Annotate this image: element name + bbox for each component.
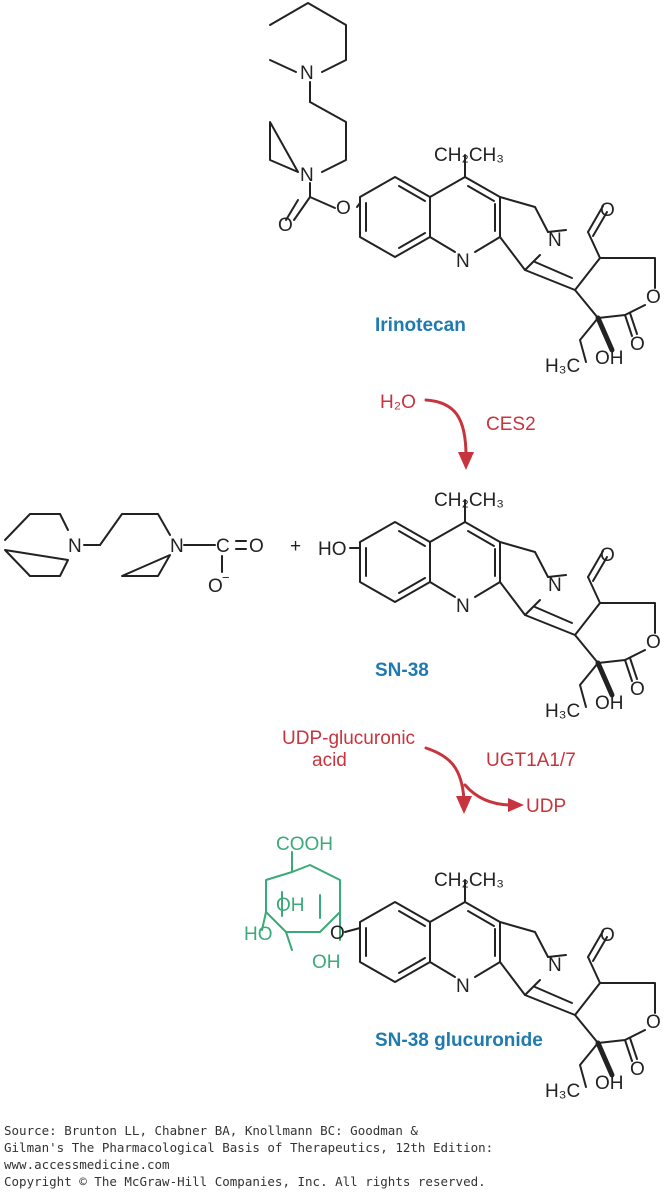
atom-oxygen-lactone-sn38: O [646, 632, 661, 653]
atom-oxygen-glycosidic: O [330, 923, 345, 944]
compound-label-sn38: SN-38 [375, 660, 429, 681]
atom-ethyl-sn38: CH₂CH₃ [434, 490, 504, 511]
enzyme-ces2: CES2 [486, 414, 536, 435]
atom-cooh: COOH [276, 834, 333, 855]
atom-oxygen-lactone-carbonyl-gluc: O [630, 1059, 645, 1080]
atom-ho-sugar: HO [244, 924, 273, 945]
atom-nitrogen-pyrrole-gluc: N [548, 955, 562, 976]
glucuronide-core [360, 880, 655, 1087]
atom-oxygen-carbonyl: O [278, 215, 293, 236]
atom-oh-sn38: OH [595, 693, 624, 714]
byproduct-structure: N N C O O − [4, 513, 264, 597]
source-url: www.accessmedicine.com [4, 1157, 170, 1172]
atom-methyl-sn38: H₃C [545, 701, 580, 722]
reagent-udp-glucuronic: UDP-glucuronic [282, 728, 415, 749]
source-citation: Source: Brunton LL, Chabner BA, Knollman… [4, 1122, 664, 1190]
copyright-line: Copyright © The McGraw-Hill Companies, I… [4, 1174, 486, 1189]
atom-nitrogen-2: N [300, 165, 314, 186]
atom-oxygen-lactone-carbonyl-sn38: O [630, 679, 645, 700]
product-udp: UDP [526, 796, 566, 817]
atom-carboxylate-oxygen-anion: O [208, 576, 223, 597]
glucuronide-structure: O N N O O O OH H₃C CH₂CH₃ [330, 870, 661, 1102]
atom-ho-sn38: HO [318, 539, 347, 560]
atom-nitrogen-quinoline-sn38: N [456, 596, 470, 617]
irinotecan-structure: N N O O N N O O O OH H₃C CH₂CH₃ [269, 2, 661, 377]
atom-oxygen-lactone: O [646, 287, 661, 308]
atom-oh: OH [595, 348, 624, 369]
atom-carboxylate-carbon: C [216, 536, 230, 557]
reagent-acid: acid [312, 750, 347, 771]
source-line-2: Gilman's The Pharmacological Basis of Th… [4, 1140, 494, 1155]
atom-oxygen-lactone-carbonyl: O [630, 334, 645, 355]
enzyme-ugt1a1: UGT1A1/7 [486, 750, 576, 771]
atom-nitrogen-quinoline-gluc: N [456, 976, 470, 997]
atom-oxygen-pyridone-sn38: O [600, 545, 615, 566]
atom-nitrogen-pyrrole-sn38: N [548, 575, 562, 596]
atom-carboxylate-oxygen: O [249, 536, 264, 557]
sn38-structure: HO N N O O O OH H₃C CH₂CH₃ [318, 490, 661, 722]
reaction-arrow-step2 [424, 746, 524, 814]
atom-oxygen-pyridone: O [600, 200, 615, 221]
atom-methyl-gluc: H₃C [545, 1081, 580, 1102]
atom-oxygen-lactone-gluc: O [646, 1012, 661, 1033]
atom-oh-gluc: OH [595, 1073, 624, 1094]
atom-methyl: H₃C [545, 356, 580, 377]
atom-nitrogen-1: N [300, 63, 314, 84]
atom-nitrogen-pyrrole: N [548, 230, 562, 251]
source-line-1: Source: Brunton LL, Chabner BA, Knollman… [4, 1123, 418, 1138]
atom-oxygen-pyridone-gluc: O [600, 925, 615, 946]
reaction-arrow-step1 [424, 398, 474, 470]
atom-oxygen-link: O [336, 198, 351, 219]
atom-nitrogen-quinoline: N [456, 251, 470, 272]
atom-oh-sugar-1: OH [276, 895, 305, 916]
atom-negative-charge: − [222, 570, 230, 585]
atom-ethyl-gluc: CH₂CH₃ [434, 870, 504, 891]
glucuronide-sugar: COOH OH HO OH [244, 834, 341, 973]
atom-oh-sugar-2: OH [312, 952, 341, 973]
atom-nitrogen-byproduct-1: N [68, 536, 82, 557]
atom-nitrogen-byproduct-2: N [170, 536, 184, 557]
reagent-water: H₂O [380, 392, 416, 413]
plus-sign: + [290, 536, 301, 557]
atom-ethyl: CH₂CH₃ [434, 145, 504, 166]
compound-label-sn38-glucuronide: SN-38 glucuronide [375, 1030, 543, 1051]
compound-label-irinotecan: Irinotecan [375, 315, 466, 336]
